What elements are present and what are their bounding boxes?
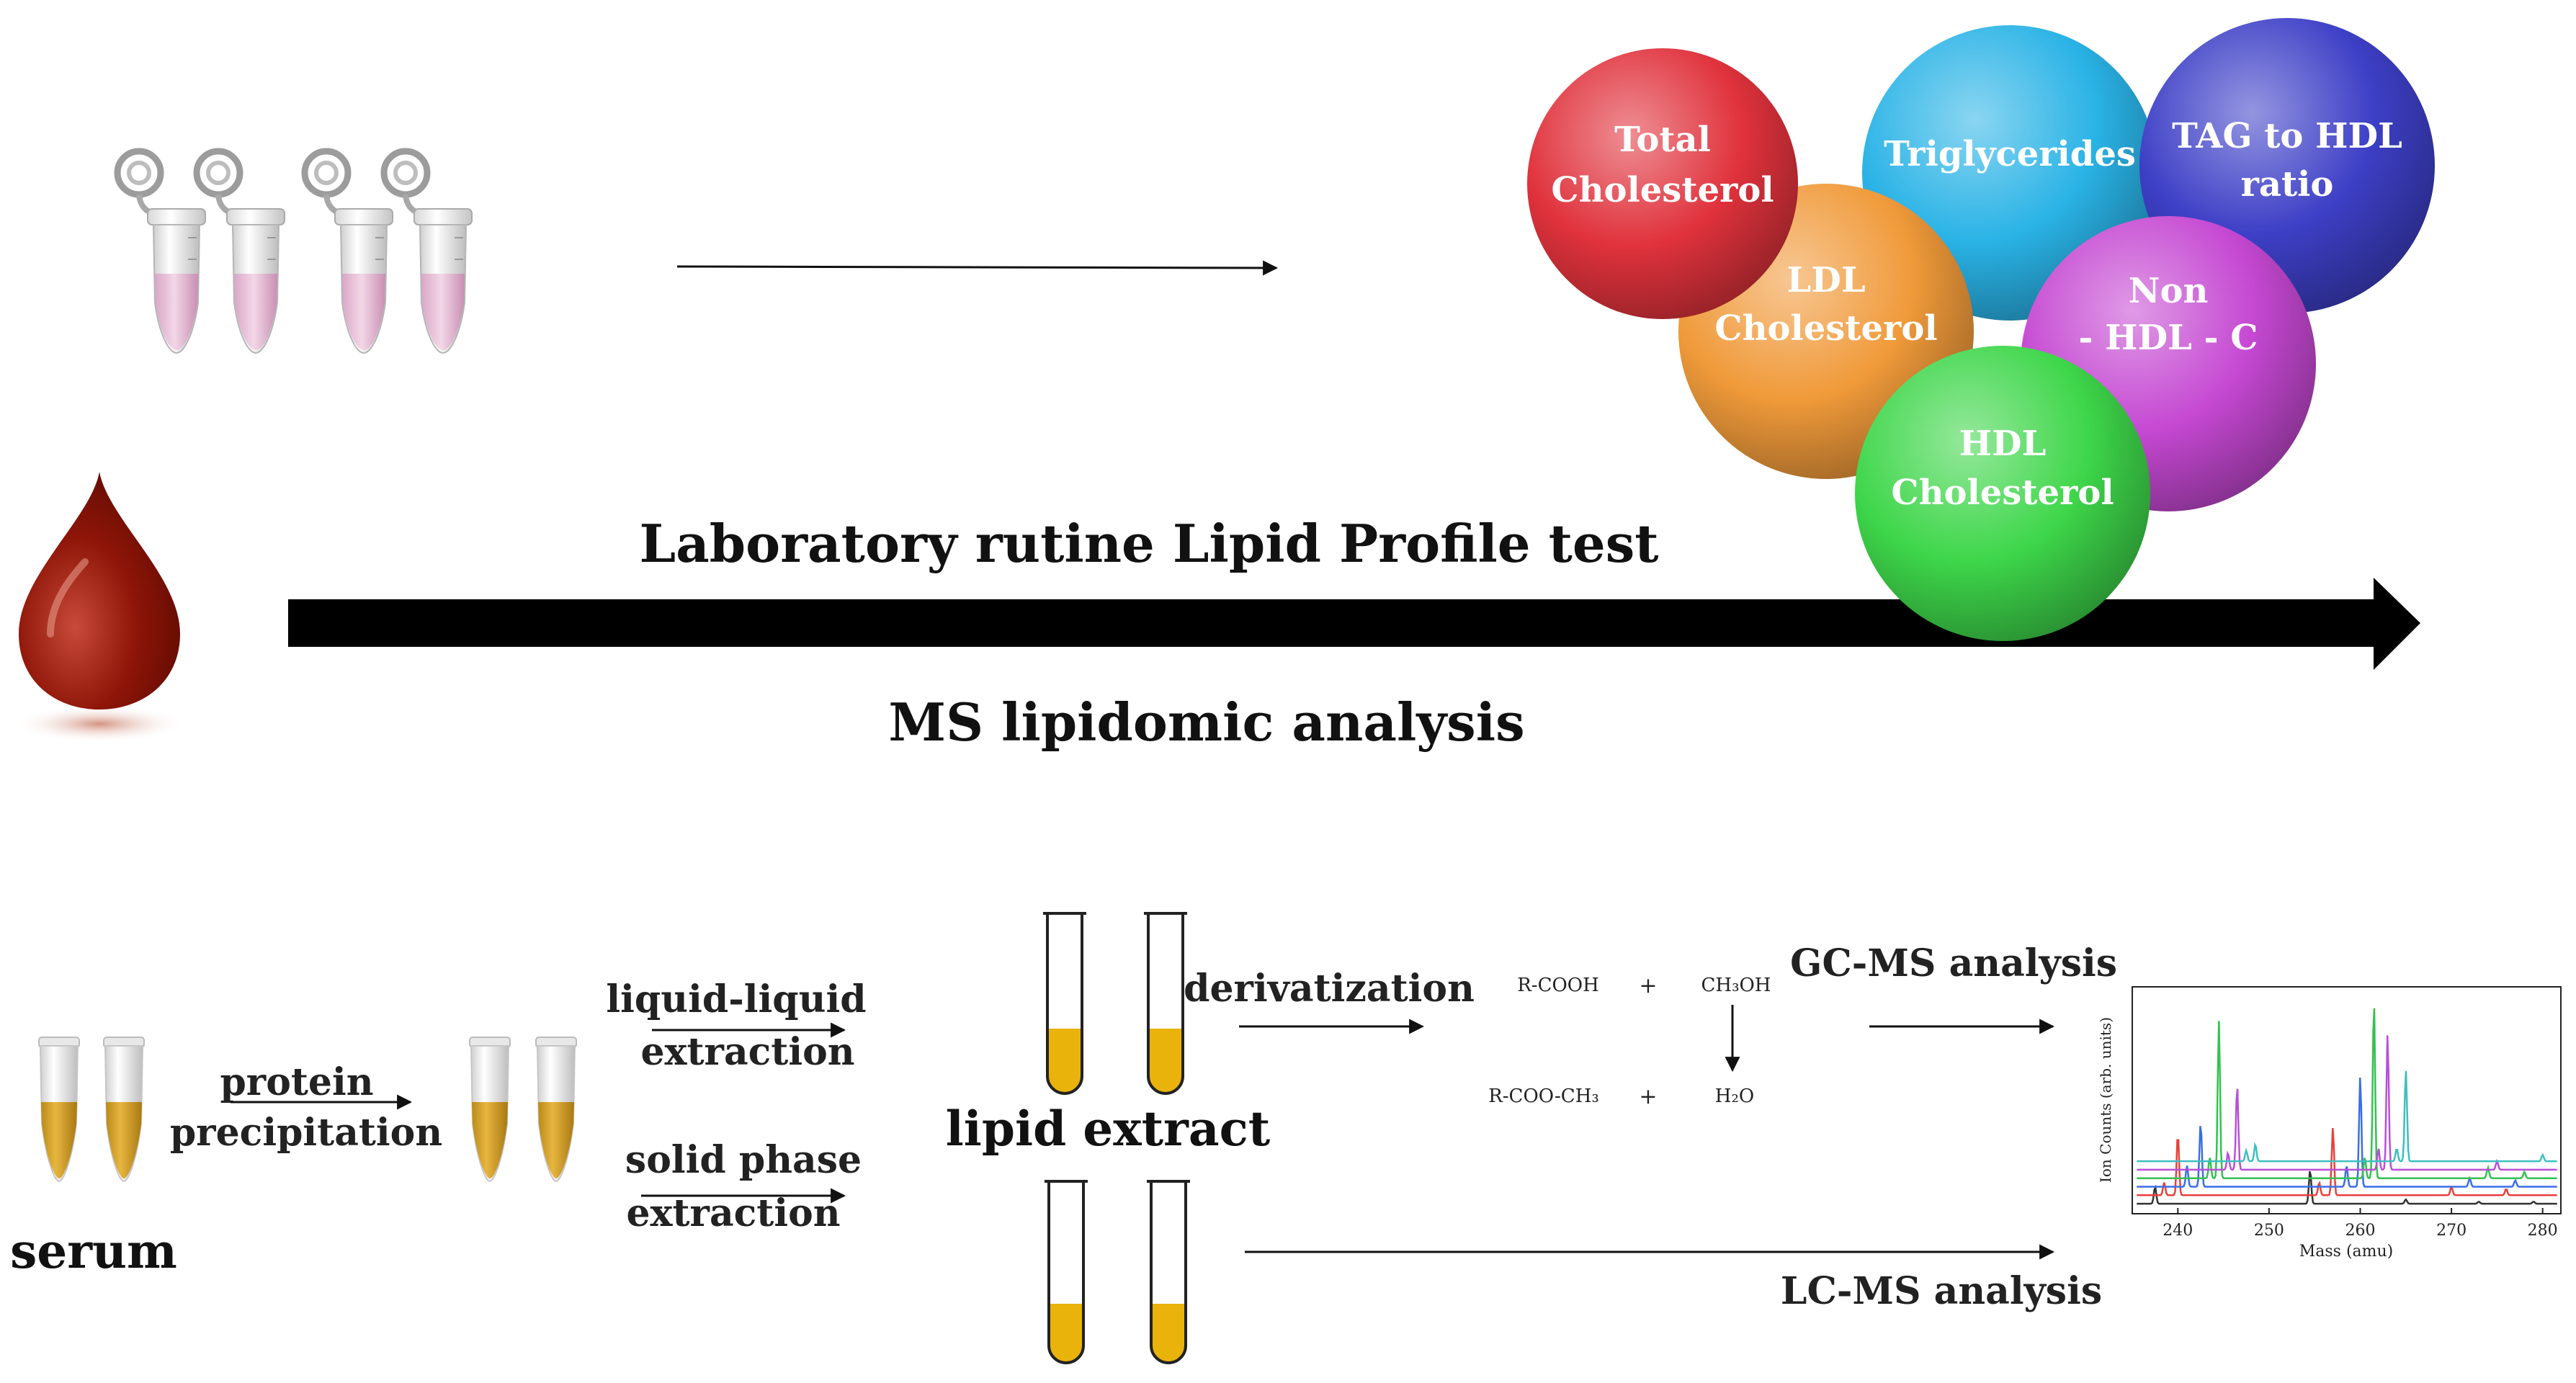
reaction-plus-2: +	[1639, 1084, 1657, 1109]
spectrum-series-3	[2137, 1077, 2557, 1188]
mass-spectrum-chart: 240 250 260 270 280 Mass (amu) Ion Counts (a…	[2097, 986, 2562, 1261]
top-arrow	[676, 260, 1279, 276]
spectrum-xlabel: Mass (amu)	[2299, 1243, 2394, 1261]
protein-precipitation-label-2: precipitation	[170, 1111, 442, 1155]
reaction-plus-1: +	[1639, 973, 1657, 998]
lcms-label: LC-MS analysis	[1781, 1269, 2102, 1313]
sphere-tag-hdl-ratio-label-2: ratio	[2241, 164, 2334, 205]
sphere-ldl-cholesterol-label-2: Cholesterol	[1714, 308, 1937, 349]
microtube-4	[380, 148, 473, 354]
test-tube-3	[1045, 1180, 1088, 1364]
spectrum-tick-label: 260	[2345, 1222, 2375, 1240]
spectrum-frame	[2132, 986, 2562, 1214]
spe-label-2: extraction	[626, 1191, 840, 1235]
precipitated-tube-1	[469, 1037, 511, 1183]
reactant-r-cooh: R-COOH	[1517, 975, 1599, 996]
spectrum-ylabel: Ion Counts (arb. units)	[2097, 1017, 2114, 1183]
spectrum-tick-label: 240	[2163, 1222, 2193, 1240]
test-tube-4	[1147, 1180, 1190, 1364]
spectrum-series-1	[2137, 1171, 2557, 1205]
reactant-methanol: CH₃OH	[1701, 975, 1771, 996]
test-tube-2	[1144, 912, 1187, 1095]
blood-drop-icon	[13, 472, 186, 743]
spectrum-series-6	[2137, 1070, 2557, 1163]
precipitated-tube-2	[535, 1037, 577, 1183]
sphere-non-hdl-c-label-1: Non	[2129, 271, 2209, 311]
microtube-3	[301, 148, 393, 354]
lle-label-1: liquid-liquid	[606, 977, 866, 1021]
microtube-2	[193, 148, 285, 354]
sphere-total-cholesterol-label-2: Cholesterol	[1551, 170, 1774, 210]
spectrum-tick-label: 280	[2528, 1222, 2558, 1240]
product-methyl-ester: R-COO-CH₃	[1488, 1086, 1599, 1107]
spe-label-1: solid phase	[625, 1138, 862, 1182]
sphere-total-cholesterol-label-1: Total	[1614, 120, 1711, 160]
microtube-1	[114, 148, 206, 354]
serum-label: serum	[10, 1223, 177, 1279]
derivatization-label: derivatization	[1184, 967, 1475, 1011]
test-tube-1	[1043, 912, 1086, 1095]
serum-tube-2	[103, 1037, 145, 1183]
precipitated-serum-tubes	[469, 1037, 577, 1183]
lipid-extract-test-tubes	[1043, 912, 1190, 1364]
sphere-ldl-cholesterol-label-1: LDL	[1786, 260, 1865, 300]
spectrum-series-5	[2137, 1035, 2557, 1171]
spectrum-tick-label: 270	[2436, 1222, 2467, 1240]
sphere-triglycerides-label-1: Triglycerides	[1884, 134, 2136, 174]
serum-tubes	[38, 1037, 145, 1183]
product-water: H₂O	[1715, 1086, 1754, 1107]
sphere-hdl-cholesterol: HDL Cholesterol	[1855, 346, 2150, 641]
sphere-hdl-cholesterol-label-1: HDL	[1959, 424, 2047, 464]
protein-precipitation-label-1: protein	[220, 1060, 373, 1104]
sphere-hdl-cholesterol-label-2: Cholesterol	[1891, 473, 2114, 513]
spectrum-series-2	[2137, 1128, 2557, 1196]
esterification-reaction: R-COOH + CH₃OH R-COO-CH₃ + H₂O	[1488, 973, 1771, 1109]
sphere-tag-hdl-ratio-label-1: TAG to HDL	[2172, 116, 2402, 156]
serum-tube-1	[38, 1037, 80, 1183]
lle-label-2: extraction	[640, 1030, 854, 1074]
lipid-extract-label: lipid extract	[946, 1101, 1271, 1157]
ms-lipidomic-label: MS lipidomic analysis	[888, 692, 1524, 753]
lipid-profile-label: Laboratory rutine Lipid Profile test	[639, 513, 1658, 574]
sphere-non-hdl-c-label-2: - HDL - C	[2079, 318, 2258, 358]
spectrum-tick-label: 250	[2254, 1222, 2284, 1240]
microcentrifuge-tubes	[114, 148, 473, 354]
gcms-label: GC-MS analysis	[1790, 941, 2117, 985]
